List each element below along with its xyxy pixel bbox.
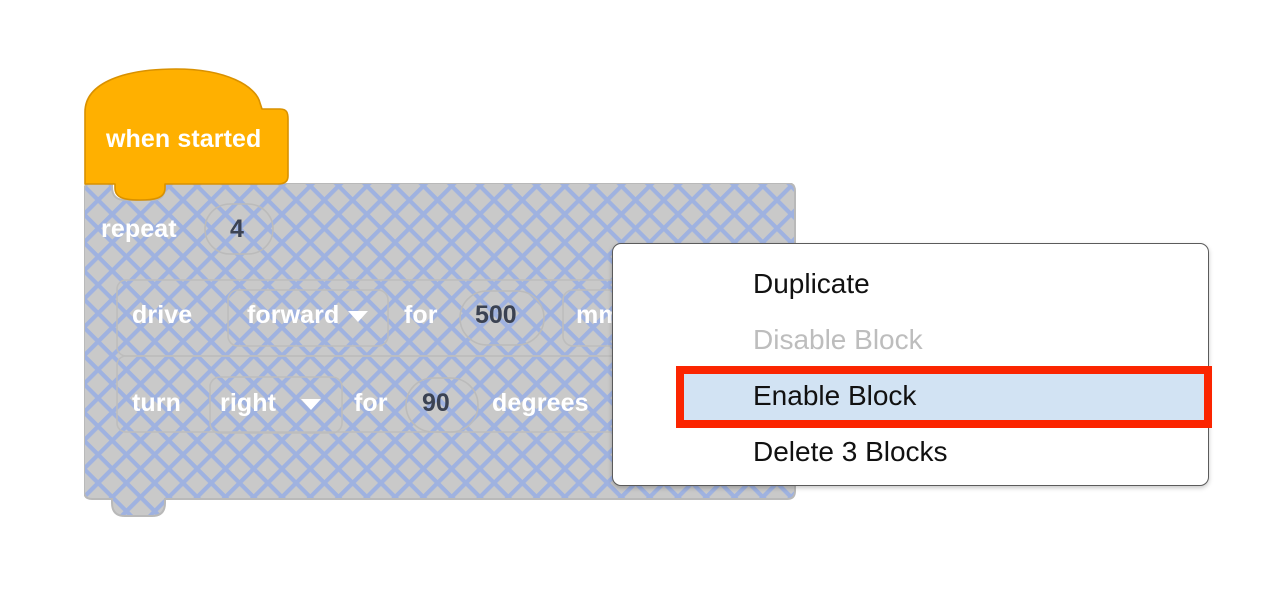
drive-for-label: for — [404, 301, 438, 329]
turn-unit-label: degrees — [492, 389, 589, 417]
drive-distance-field[interactable]: 500 — [475, 301, 517, 329]
drive-direction-dropdown-label[interactable]: forward — [247, 301, 340, 329]
turn-angle-field[interactable]: 90 — [422, 389, 450, 417]
repeat-count-field[interactable]: 4 — [230, 215, 244, 243]
menu-item-disable-block: Disable Block — [753, 324, 923, 355]
turn-for-label: for — [354, 389, 388, 417]
chevron-down-icon[interactable] — [301, 399, 321, 410]
repeat-block-label: repeat — [101, 215, 177, 243]
hat-block-shape — [84, 68, 289, 201]
block-context-menu[interactable]: Duplicate Disable Block Enable Block Del… — [612, 243, 1209, 486]
menu-item-delete-3-blocks[interactable]: Delete 3 Blocks — [753, 436, 948, 467]
drive-block-label: drive — [132, 301, 193, 329]
context-menu-list: Duplicate Disable Block Enable Block Del… — [684, 244, 1208, 485]
menu-item-duplicate[interactable]: Duplicate — [753, 268, 870, 299]
hat-block-label: when started — [106, 125, 262, 153]
turn-direction-dropdown-label[interactable]: right — [220, 389, 277, 417]
when-started-hat-block[interactable]: when started — [84, 68, 289, 201]
chevron-down-icon[interactable] — [348, 311, 368, 322]
turn-block-label: turn — [132, 389, 181, 417]
menu-item-enable-block[interactable]: Enable Block — [684, 368, 1208, 424]
